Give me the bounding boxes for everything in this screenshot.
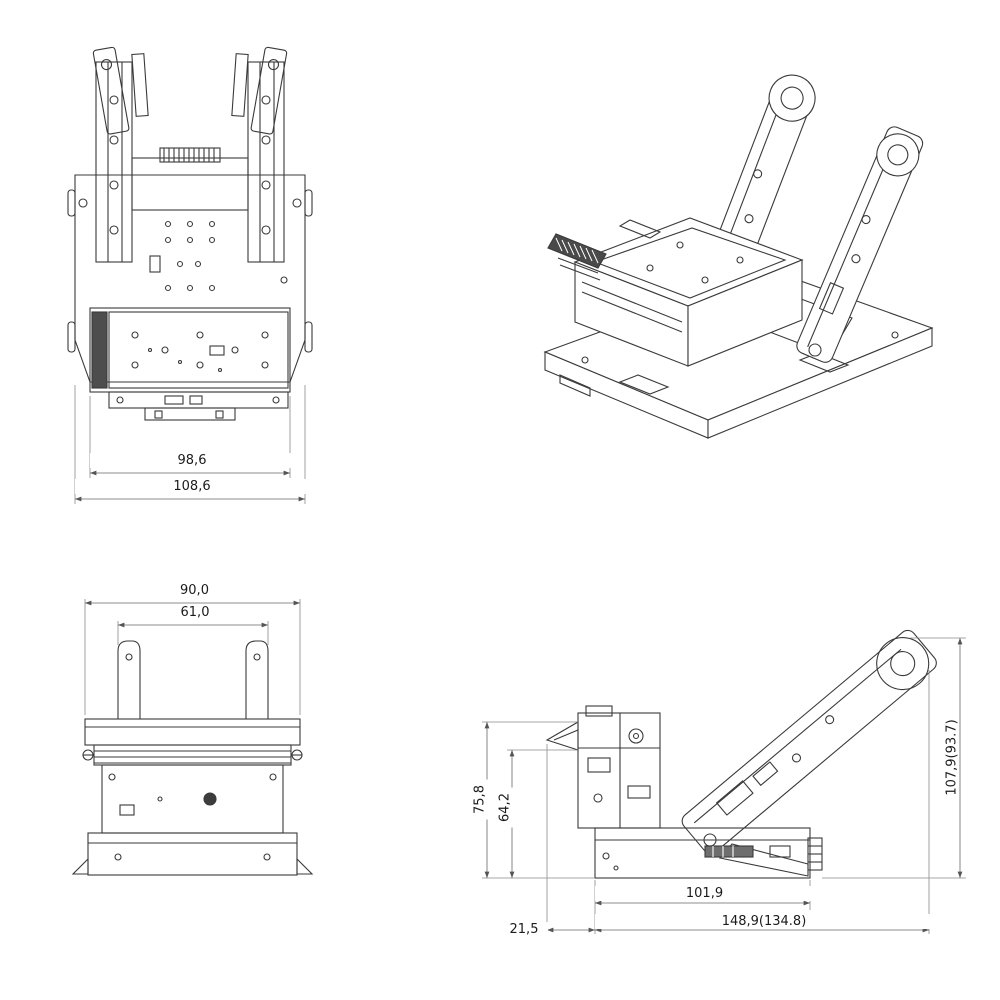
hole-pattern bbox=[149, 220, 288, 292]
view-side: 75,8 64,2 107,9(93.7) 101,9 21,5 148,9(1… bbox=[470, 618, 980, 958]
iso-connector-comb bbox=[547, 233, 607, 269]
dim-side-total-length: 148,9(134.8) bbox=[595, 914, 933, 929]
platen-roller bbox=[82, 744, 303, 766]
side-view-body bbox=[545, 629, 937, 879]
view-top: 98,6 108,6 bbox=[50, 40, 330, 520]
dim-side-base-length: 101,9 bbox=[595, 886, 814, 901]
view-front: 90,0 61,0 bbox=[60, 575, 340, 905]
printer-module bbox=[89, 307, 291, 421]
side-arm bbox=[681, 629, 937, 855]
dim-top-inner-width: 98,6 bbox=[90, 453, 294, 468]
dim-top-outer-width: 108,6 bbox=[75, 479, 309, 494]
mounting-rails bbox=[92, 46, 288, 263]
dim-side-height-inner: 64,2 bbox=[497, 787, 513, 828]
front-view-body bbox=[71, 640, 314, 876]
view-isometric bbox=[500, 30, 960, 470]
isometric-body bbox=[543, 74, 934, 439]
front-view-dimension-lines bbox=[84, 599, 301, 715]
paper-exit-guide bbox=[545, 721, 579, 751]
top-view-body bbox=[67, 46, 313, 421]
dim-side-height-arm: 107,9(93.7) bbox=[944, 707, 960, 808]
front-view-drawing bbox=[71, 599, 314, 876]
dim-side-exit-offset: 21,5 bbox=[500, 922, 548, 937]
side-base-chassis bbox=[594, 827, 823, 879]
side-view-drawing bbox=[482, 629, 966, 934]
iso-arm-rear bbox=[796, 126, 924, 363]
dim-front-outer-width: 90,0 bbox=[85, 583, 304, 598]
dim-front-inner-width: 61,0 bbox=[118, 605, 272, 620]
top-view-drawing bbox=[67, 46, 313, 504]
connector-hatch bbox=[163, 148, 215, 162]
isometric-view-drawing bbox=[543, 74, 934, 439]
iso-printer-body bbox=[557, 217, 804, 367]
side-print-mechanism bbox=[577, 705, 661, 829]
dim-side-height-outer: 75,8 bbox=[472, 779, 488, 820]
